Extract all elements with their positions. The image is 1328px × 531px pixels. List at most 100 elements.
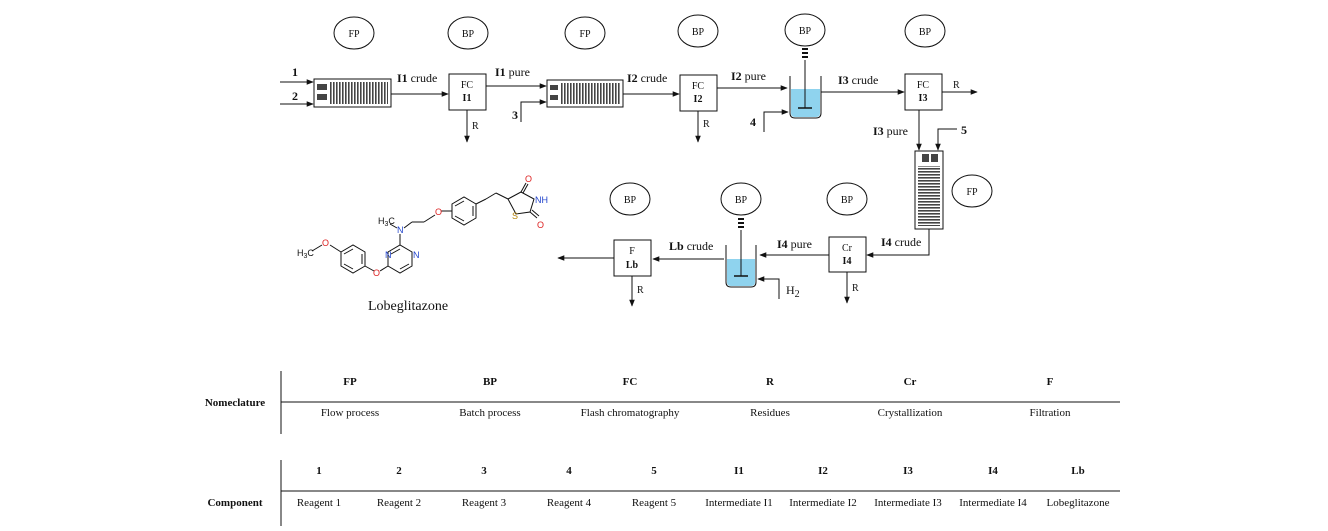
unit-f-lb: F Lb [613,239,652,277]
nomenclature-abbr: Cr [903,376,917,388]
nomenclature-meaning: Batch process [459,407,521,419]
svg-text:BP: BP [735,195,748,206]
nomenclature-meaning: Flow process [320,407,380,419]
svg-text:2: 2 [292,89,298,103]
svg-text:H3C: H3C [297,248,314,260]
component-abbr: 2 [396,465,402,477]
legend-component-title: Component [207,497,263,509]
component-meaning: Intermediate I3 [874,497,942,509]
svg-text:BP: BP [799,26,812,37]
svg-text:H2: H2 [786,283,800,300]
mode-bp-4: BP [904,14,946,48]
component-abbr: I2 [818,465,828,477]
svg-text:I2 pure: I2 pure [731,69,766,83]
svg-text:R: R [703,119,710,130]
svg-text:FC: FC [692,81,705,92]
batch-reactor-1 [789,48,822,119]
svg-text:BP: BP [841,195,854,206]
flow-reactor-1 [313,78,392,108]
svg-text:FC: FC [917,80,930,91]
component-abbr: 5 [651,465,657,477]
residue-5: R [629,276,644,307]
nomenclature-abbr: BP [482,376,498,388]
svg-text:FP: FP [579,29,591,40]
component-abbr: 1 [316,465,322,477]
stream-lb-crude: Lb crude [652,239,724,262]
unit-cr-i4: Cr I4 [828,236,867,273]
component-meaning: Intermediate I2 [789,497,857,509]
nomenclature-abbr: FP [343,376,357,388]
svg-text:5: 5 [961,123,967,137]
mode-fp-1: FP [333,16,375,50]
component-meaning: Reagent 3 [461,497,507,509]
svg-text:I4: I4 [843,256,852,267]
svg-text:I1: I1 [463,93,472,104]
svg-text:I2 crude: I2 crude [627,71,667,85]
component-abbr: 3 [481,465,487,477]
svg-text:NH: NH [535,195,548,205]
residue-1: R [464,110,479,143]
svg-text:Cr: Cr [842,243,853,254]
input-reagent-2: 2 [280,89,314,107]
svg-text:F: F [629,246,635,257]
mode-fp-2: FP [564,16,606,50]
svg-text:3: 3 [512,108,518,122]
svg-text:4: 4 [750,115,756,129]
mode-fp-3: FP [951,174,993,208]
svg-text:N: N [385,250,392,260]
unit-fc-i2: FC I2 [679,74,718,112]
svg-text:O: O [435,207,442,217]
svg-text:S: S [512,211,518,221]
mode-bp-7: BP [609,182,651,216]
stream-i3-pure: I3 pure [873,110,922,151]
svg-text:I1 crude: I1 crude [397,71,437,85]
component-abbr: I4 [988,465,998,477]
svg-text:Lb crude: Lb crude [669,239,713,253]
nomenclature-abbr: R [766,376,774,388]
batch-reactor-2 [725,218,757,288]
svg-text:I3: I3 [919,93,928,104]
nomenclature-meaning: Crystallization [877,407,943,419]
svg-text:I3 crude: I3 crude [838,73,878,87]
input-h2: H2 [757,276,800,300]
component-meaning: Reagent 4 [546,497,592,509]
component-abbr: Lb [1071,465,1085,477]
svg-text:H3C: H3C [378,216,395,228]
svg-text:BP: BP [919,27,932,38]
svg-text:N: N [397,225,404,235]
input-reagent-1: 1 [280,65,314,85]
svg-text:N: N [413,250,420,260]
svg-text:FC: FC [461,80,474,91]
svg-text:R: R [852,283,859,294]
stream-i2-crude: I2 crude [623,71,680,97]
residue-2: R [695,111,710,143]
legend-nomenclature-title: Nomeclature [204,397,266,409]
stream-i1-pure: I1 pure [486,65,547,89]
component-meaning: Intermediate I4 [959,497,1027,509]
component-meaning: Lobeglitazone [1046,497,1110,509]
nomenclature-meaning: Residues [750,407,790,419]
component-meaning: Reagent 1 [296,497,342,509]
svg-text:R: R [637,285,644,296]
stream-i2-pure: I2 pure [717,69,788,91]
nomenclature-abbr: FC [622,376,638,388]
molecule-atom-labels: H3C O O N N N H3C O S NH O O [297,174,548,278]
svg-text:BP: BP [624,195,637,206]
unit-fc-i3: FC I3 [904,73,943,111]
stream-i1-crude: I1 crude [391,71,449,97]
residue-3: R [942,80,978,95]
mode-bp-3: BP [784,13,826,47]
component-abbr: I1 [734,465,744,477]
lobeglitazone-structure [311,182,540,274]
component-meaning: Reagent 5 [631,497,677,509]
mode-bp-6: BP [720,182,762,216]
svg-text:I1 pure: I1 pure [495,65,530,79]
svg-text:O: O [525,174,532,184]
svg-text:O: O [322,238,329,248]
legend-lines [280,371,1120,526]
svg-text:O: O [373,268,380,278]
nomenclature-meaning: Filtration [1029,407,1071,419]
input-reagent-5: 5 [935,123,967,151]
stream-i4-crude: I4 crude [866,229,930,258]
